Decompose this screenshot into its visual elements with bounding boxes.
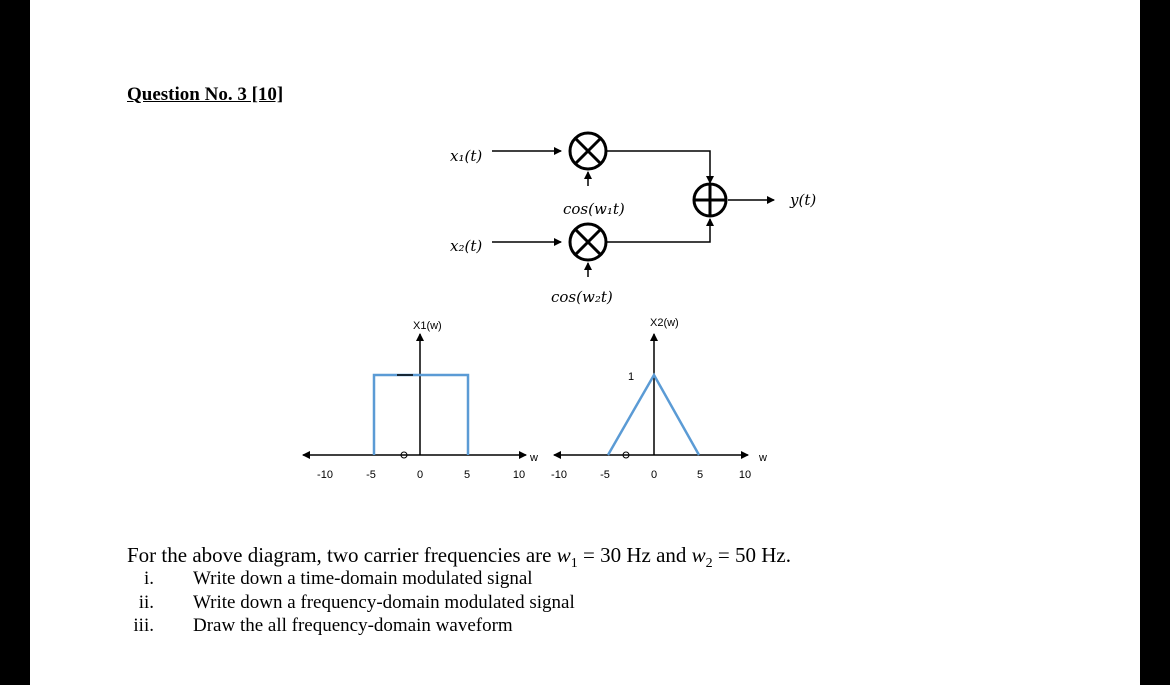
w1-value: = 30 Hz and xyxy=(577,543,692,567)
spectrum1-tick-label: -10 xyxy=(317,469,333,481)
w2-value: = 50 Hz. xyxy=(712,543,791,567)
w2-variable: w xyxy=(691,543,706,567)
output-label: y(t) xyxy=(789,191,816,209)
spectrum1-axis-label: w xyxy=(529,452,538,464)
block-diagram: x₁(t) cos(w₁t) x₂(t) cos(w₂t) xyxy=(450,131,816,306)
spectrum2-title: X2(w) xyxy=(650,317,679,329)
item-number: i. xyxy=(143,568,154,589)
carrier2-label: cos(w₂t) xyxy=(551,288,613,306)
question-heading: Question No. 3 [10] xyxy=(127,84,284,105)
input2-label: x₂(t) xyxy=(450,237,482,255)
spectrum2-triangle xyxy=(606,372,701,456)
spectrum2-tick-label: -10 xyxy=(551,469,567,481)
input1-label: x₁(t) xyxy=(450,147,482,165)
spectrum2-tick-label: -5 xyxy=(600,469,610,481)
w1-variable: w xyxy=(556,543,571,567)
spectrum2-tick-label: 0 xyxy=(651,469,657,481)
spectrum2-tick-circle xyxy=(622,451,630,459)
item-text: Write down a frequency-domain modulated … xyxy=(193,592,575,613)
modulation-diagram: x₁(t) cos(w₁t) x₂(t) cos(w₂t) xyxy=(302,131,816,481)
spectrum1-tick-mark xyxy=(400,451,408,459)
spectrum2-height-label: 1 xyxy=(628,371,634,383)
item-number: iii. xyxy=(133,615,154,636)
spectrum2-ticks: -10 -5 0 5 10 xyxy=(551,469,751,481)
question-prefix: For the above diagram, two carrier frequ… xyxy=(127,543,557,567)
multiplier1 xyxy=(568,131,608,171)
spectrum2-axis-label: w xyxy=(758,452,767,464)
spectrum1-tick-label: 10 xyxy=(513,469,525,481)
spectrum1-tick-label: 0 xyxy=(417,469,423,481)
path2-to-adder xyxy=(606,218,714,243)
adder xyxy=(692,182,728,218)
spectrum-x2: X2(w) w 1 -10 -5 0 5 10 xyxy=(551,317,767,481)
item-text: Draw the all frequency-domain waveform xyxy=(193,615,513,636)
spectrum-x1: X1(w) w -10 -5 0 5 10 xyxy=(302,320,538,481)
question-text: For the above diagram, two carrier frequ… xyxy=(127,543,791,572)
path1-to-adder xyxy=(606,150,714,184)
item-text: Write down a time-domain modulated signa… xyxy=(193,568,533,589)
multiplier2 xyxy=(568,222,608,262)
spectrum1-rect xyxy=(372,373,470,455)
spectrum1-title: X1(w) xyxy=(413,320,442,332)
w2-subscript: 2 xyxy=(705,556,713,572)
document-page: Question No. 3 [10] x₁(t) cos(w₁t) x₂(t) xyxy=(30,0,1140,685)
spectrum1-tick-label: 5 xyxy=(464,469,470,481)
spectrum2-tick-label: 5 xyxy=(697,469,703,481)
item-number: ii. xyxy=(138,592,154,613)
w1-subscript: 1 xyxy=(570,556,578,572)
spectrum2-tick-label: 10 xyxy=(739,469,751,481)
carrier1-label: cos(w₁t) xyxy=(563,200,625,218)
spectrum1-ticks: -10 -5 0 5 10 xyxy=(317,469,525,481)
spectrum1-tick-label: -5 xyxy=(366,469,376,481)
